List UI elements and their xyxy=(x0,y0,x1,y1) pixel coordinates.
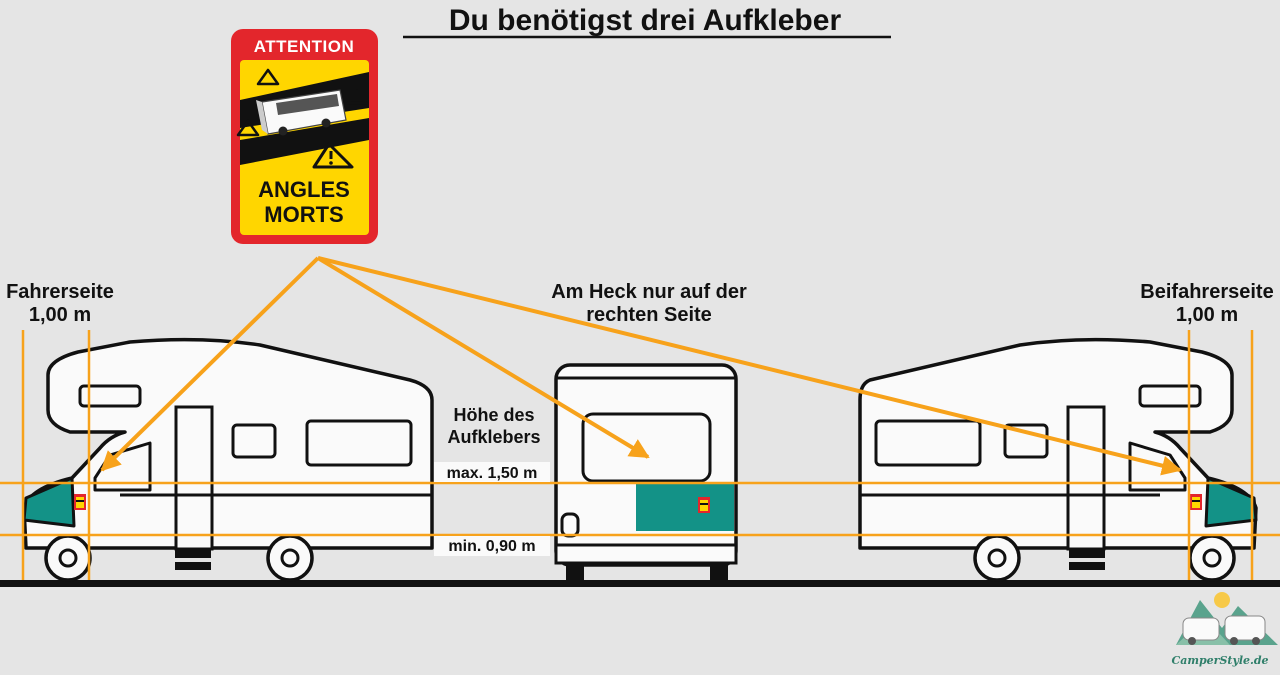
rear-label-line1: Am Heck nur auf der xyxy=(551,281,747,303)
rear-label-line2: rechten Seite xyxy=(586,304,712,326)
min-height-label: min. 0,90 m xyxy=(448,538,535,555)
camper-left xyxy=(22,337,434,582)
camperstyle-logo: CamperStyle.de xyxy=(1171,592,1278,667)
mini-sticker-icon xyxy=(698,497,710,513)
teal-rear-panel xyxy=(636,484,734,531)
page-title: Du benötigst drei Aufkleber xyxy=(449,4,842,37)
arrow-to-rear xyxy=(316,256,650,459)
ground-line xyxy=(0,580,1280,587)
driver-side-label: Fahrerseite xyxy=(6,281,114,303)
mini-sticker-icon xyxy=(1190,494,1202,510)
logo-text: CamperStyle.de xyxy=(1171,654,1268,667)
angles-morts-sticker: ATTENTION ANGLES MORTS xyxy=(231,29,378,244)
arrow-to-passenger-side xyxy=(317,256,1182,476)
teal-front-panel xyxy=(1204,476,1258,528)
camper-rear xyxy=(554,363,738,581)
mini-sticker-icon xyxy=(74,494,86,510)
driver-side-distance: 1,00 m xyxy=(29,304,91,326)
warning-triangle-icon xyxy=(236,68,368,169)
guide-lines xyxy=(0,330,1280,580)
sticker-morts-text: MORTS xyxy=(264,202,343,227)
camper-right xyxy=(858,337,1258,582)
passenger-side-distance: 1,00 m xyxy=(1176,304,1238,326)
sticker-angles-text: ANGLES xyxy=(258,177,350,202)
height-label-line2: Aufklebers xyxy=(447,427,540,447)
bus-icon xyxy=(256,89,347,136)
arrows xyxy=(100,256,1182,476)
height-label-line1: Höhe des xyxy=(453,405,534,425)
arrow-to-driver-side xyxy=(100,256,320,472)
sticker-attention-text: ATTENTION xyxy=(254,37,355,56)
passenger-side-label: Beifahrerseite xyxy=(1140,281,1273,303)
max-height-label: max. 1,50 m xyxy=(447,465,538,482)
